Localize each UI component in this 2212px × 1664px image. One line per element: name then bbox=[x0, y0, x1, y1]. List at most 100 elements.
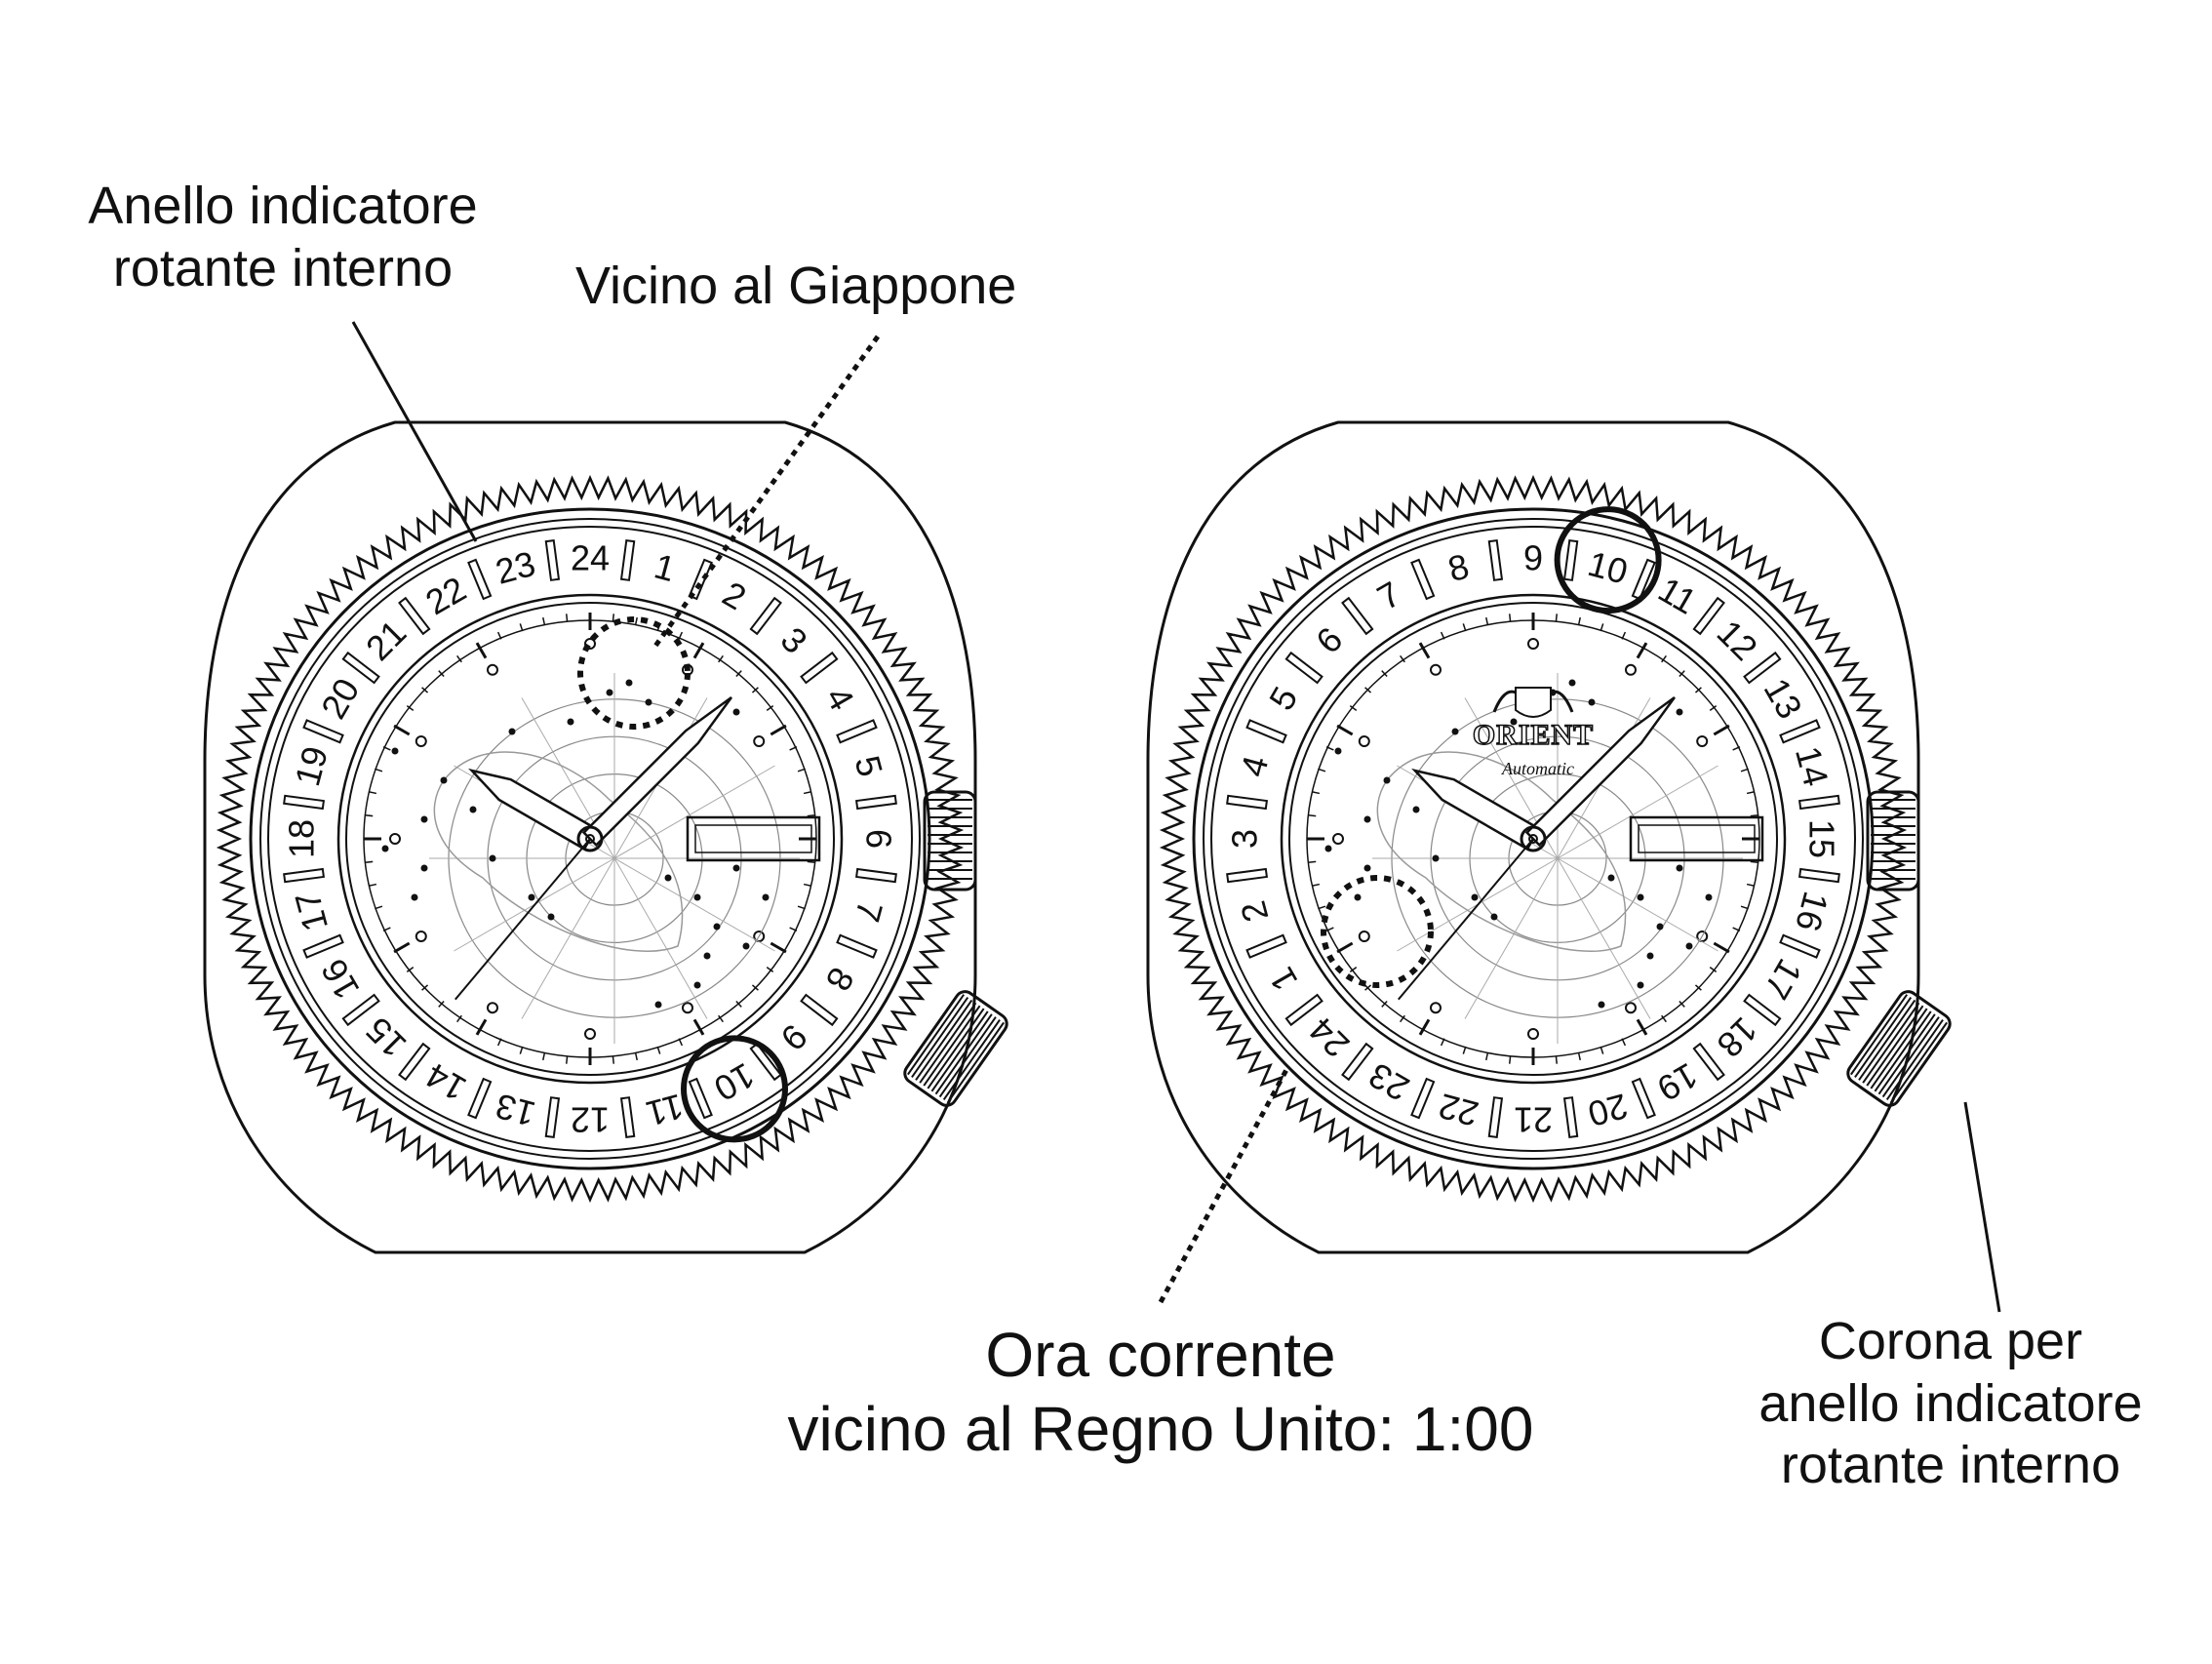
ring-number: 3 bbox=[1225, 829, 1265, 849]
minute-tick bbox=[1577, 1051, 1581, 1061]
minute-tick bbox=[807, 860, 815, 863]
hour-dot bbox=[1696, 735, 1709, 747]
minute-tick bbox=[456, 654, 462, 663]
crown-grip bbox=[946, 1021, 1005, 1103]
ring-number: 16 bbox=[1788, 888, 1837, 935]
ring-number: 20 bbox=[1584, 1086, 1632, 1134]
minute-tick bbox=[438, 670, 445, 678]
minute-tick bbox=[766, 705, 774, 711]
city-dot bbox=[1324, 845, 1332, 852]
minute-tick bbox=[438, 1000, 445, 1008]
ring-number: 9 bbox=[1523, 538, 1543, 578]
minute-tick bbox=[770, 941, 787, 954]
minute-tick bbox=[375, 768, 383, 773]
minute-tick bbox=[789, 927, 798, 932]
minute-hand bbox=[581, 696, 732, 848]
minute-tick bbox=[393, 724, 411, 736]
second-hand bbox=[1398, 838, 1534, 1001]
minute-tick bbox=[1462, 623, 1467, 632]
ring-marker bbox=[1692, 596, 1725, 636]
ring-number: 1 bbox=[651, 545, 680, 589]
minute-tick bbox=[751, 687, 759, 693]
ring-number: 2 bbox=[716, 574, 753, 618]
city-dot bbox=[440, 776, 448, 784]
crown-label-line2: anello indicatore bbox=[1758, 1373, 2143, 1433]
minute-tick bbox=[797, 905, 806, 910]
minute-tick bbox=[1621, 1038, 1627, 1047]
minute-tick bbox=[803, 883, 812, 887]
crown-grip bbox=[1850, 994, 1909, 1076]
minute-tick bbox=[612, 614, 614, 622]
ring-inner-edge bbox=[336, 593, 844, 1085]
minute-tick bbox=[1418, 642, 1431, 659]
ring-marker bbox=[302, 933, 344, 959]
city-dot bbox=[411, 893, 418, 901]
ring-number: 11 bbox=[1652, 569, 1704, 621]
city-dot bbox=[693, 981, 701, 989]
meridian bbox=[1557, 857, 1651, 1019]
dotted-region-circle bbox=[577, 616, 691, 730]
minute-tick bbox=[766, 967, 774, 972]
minute-tick bbox=[406, 967, 415, 972]
city-dot bbox=[1598, 1001, 1605, 1009]
ring-number: 7 bbox=[848, 897, 891, 927]
ring-number: 1 bbox=[1261, 961, 1306, 998]
hour-dot bbox=[415, 931, 427, 942]
city-dot bbox=[508, 728, 516, 735]
second-hand bbox=[454, 838, 591, 1001]
current-time-label-line1: Ora corrente bbox=[985, 1320, 1336, 1390]
minute-tick bbox=[770, 724, 787, 736]
hand-pin bbox=[1520, 825, 1547, 852]
minute-tick bbox=[1418, 1018, 1431, 1036]
crown-grip bbox=[1866, 1005, 1924, 1087]
minute-tick bbox=[735, 670, 742, 678]
bezel-inner-edge bbox=[1192, 507, 1875, 1170]
minute-tick bbox=[1636, 1018, 1648, 1036]
city-dot bbox=[1510, 718, 1518, 726]
ring-marker bbox=[854, 867, 897, 884]
minute-hand bbox=[1524, 696, 1676, 848]
hour-dot bbox=[1625, 663, 1637, 676]
ring-marker bbox=[1410, 558, 1436, 601]
city-dot bbox=[1451, 728, 1459, 735]
inner-ring-label: Anello indicatore rotante interno bbox=[20, 176, 546, 299]
ring-number: 14 bbox=[1788, 742, 1837, 790]
japan-label: Vicino al Giappone bbox=[575, 256, 1141, 318]
ring-number: 24 bbox=[571, 538, 610, 578]
date-window bbox=[1629, 815, 1764, 862]
highlight-circle bbox=[681, 1035, 788, 1143]
city-dot bbox=[469, 806, 477, 813]
city-dot bbox=[1637, 893, 1644, 901]
ring-marker bbox=[619, 1096, 636, 1139]
ring-marker bbox=[1487, 1096, 1504, 1139]
minute-tick bbox=[692, 642, 705, 659]
ring-marker bbox=[1779, 719, 1821, 744]
ring-number: 12 bbox=[571, 1100, 610, 1140]
city-dot bbox=[420, 815, 428, 823]
minute-tick bbox=[1336, 941, 1354, 954]
ring-number: 22 bbox=[1435, 1086, 1482, 1134]
minute-tick bbox=[1709, 705, 1718, 711]
minute-tick bbox=[368, 791, 377, 795]
minute-tick bbox=[375, 905, 383, 910]
city-dot bbox=[547, 913, 555, 921]
inner-ring-label-line2: rotante interno bbox=[112, 238, 454, 297]
minute-tick bbox=[1485, 1051, 1489, 1061]
minute-tick bbox=[1713, 724, 1730, 736]
minute-tick bbox=[1746, 883, 1756, 887]
rehaut-edge bbox=[259, 518, 921, 1160]
hand-pin bbox=[576, 825, 604, 852]
city-dot bbox=[420, 864, 428, 872]
ring-number: 15 bbox=[1802, 819, 1842, 858]
minute-tick bbox=[421, 984, 429, 991]
minute-tick bbox=[1381, 670, 1388, 678]
inner-ring-label-line1: Anello indicatore bbox=[88, 177, 478, 235]
ring-number: 4 bbox=[818, 680, 863, 717]
continent-outline bbox=[433, 751, 684, 953]
crown-label-line1: Corona per bbox=[1818, 1312, 2083, 1370]
crown-grip bbox=[934, 1013, 993, 1095]
city-dot bbox=[1656, 923, 1664, 931]
minute-tick bbox=[1750, 860, 1758, 863]
